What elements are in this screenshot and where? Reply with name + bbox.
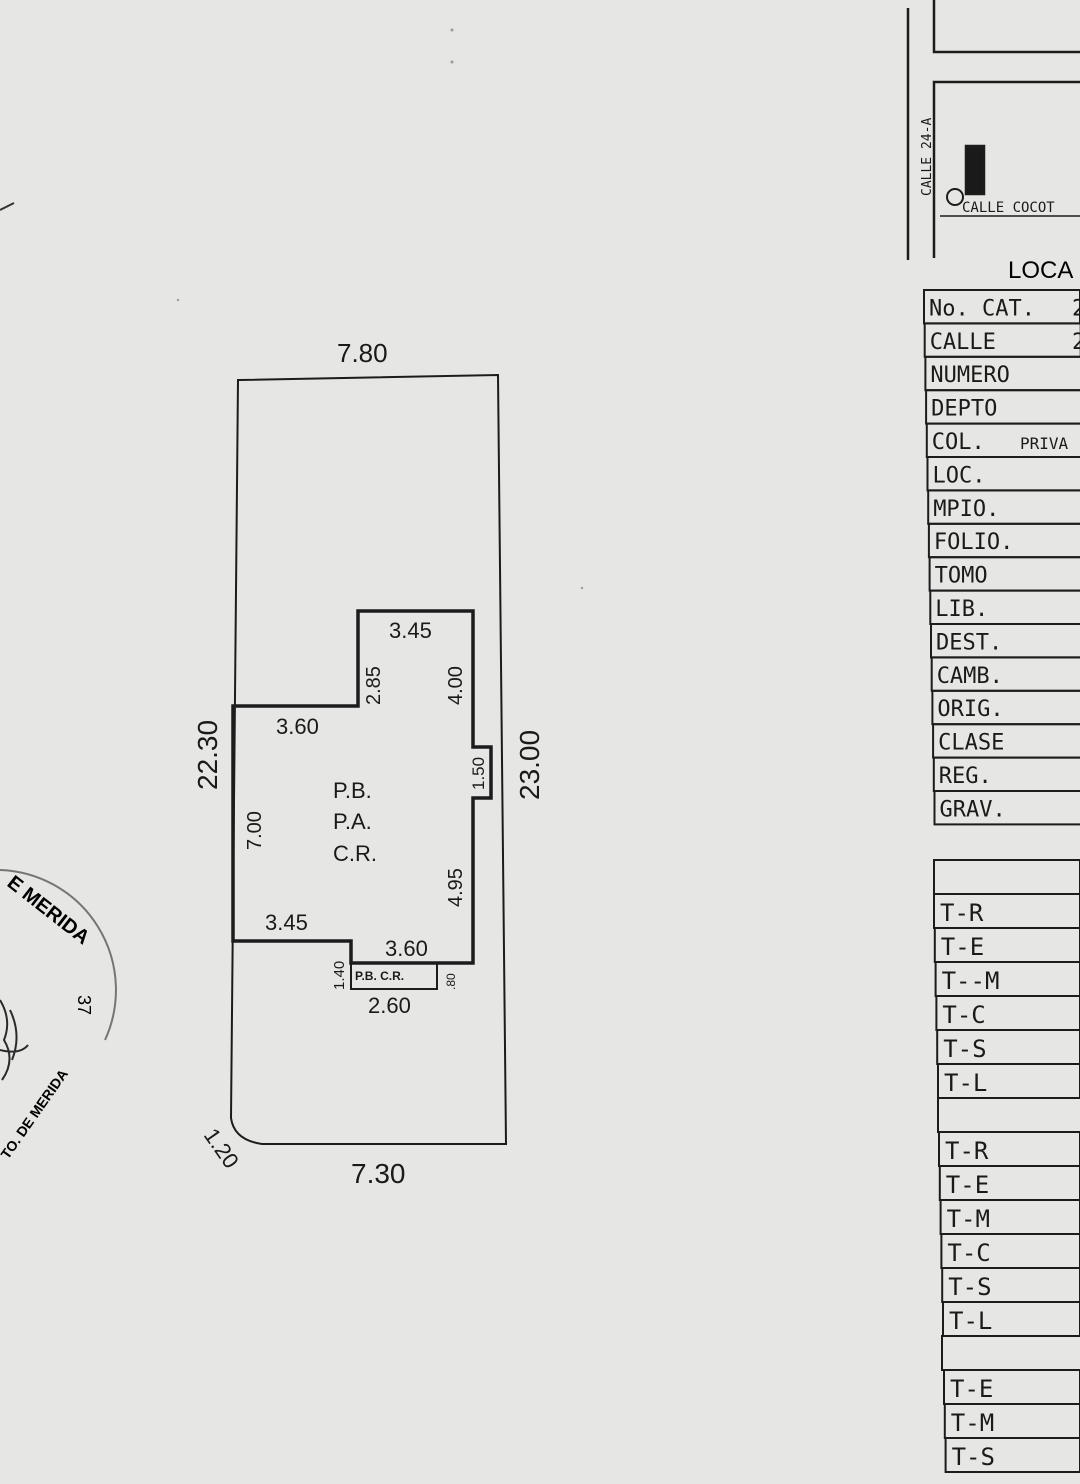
code-group-header xyxy=(933,859,1080,895)
cadastral-label: TOMO xyxy=(935,564,988,589)
cadastral-label: DEPTO xyxy=(931,397,997,422)
map-street-horizontal: CALLE COCOT xyxy=(962,200,1055,216)
dim-bottom-right: 3.60 xyxy=(385,936,428,961)
code-label: T-S xyxy=(952,1443,995,1471)
level-label-pa: P.A. xyxy=(333,809,372,834)
cadastral-label: LOC. xyxy=(933,463,986,488)
cadastral-label: DEST. xyxy=(936,630,1002,655)
code-label: T-L xyxy=(944,1069,987,1097)
dim-upper-left-vertical: 2.85 xyxy=(363,666,385,705)
cadastral-label: REG. xyxy=(939,764,992,789)
code-label: T-E xyxy=(941,933,984,961)
cadastral-value: PRIVA xyxy=(1020,434,1069,453)
code-label: T-R xyxy=(940,899,984,927)
cadastral-row xyxy=(933,790,1080,826)
code-group-header xyxy=(941,1335,1080,1371)
cadastral-label: FOLIO. xyxy=(934,530,1013,555)
code-label: T-C xyxy=(947,1239,990,1267)
cadastral-value: 2 xyxy=(1072,296,1080,321)
code-table: T-R T-E T--M T-C T-S T-L T-R T-E T-M T-C T-S T-L T-E… xyxy=(933,859,1080,1473)
map-lot-marker xyxy=(964,144,986,196)
cadastral-label: LIB. xyxy=(935,597,988,622)
dim-annex-width: 2.60 xyxy=(368,993,411,1018)
cadastral-label: GRAV. xyxy=(940,797,1006,822)
code-label: T-E xyxy=(950,1375,993,1403)
dim-top-width: 7.80 xyxy=(337,338,388,368)
paper-specks xyxy=(0,28,584,590)
code-label: T--M xyxy=(942,967,1000,995)
seal-text-top: E MERIDA xyxy=(3,872,94,950)
cadastral-value: 2 xyxy=(1072,330,1080,355)
map-street-vertical: CALLE 24-A xyxy=(920,118,935,196)
code-label: T-R xyxy=(945,1137,989,1165)
annex-box xyxy=(350,962,438,990)
cadastral-label: ORIG. xyxy=(937,697,1003,722)
cadastral-label: NUMERO xyxy=(930,363,1009,388)
plan-dimensions: 7.80 7.30 22.30 23.00 1.20 3.45 2.85 4.0… xyxy=(192,338,545,1189)
annex-label: P.B. C.R. xyxy=(355,969,404,983)
cadastral-label: No. CAT. xyxy=(929,296,1035,321)
code-label: T-E xyxy=(946,1171,989,1199)
cadastral-label: COL. xyxy=(932,430,985,455)
seal-mark: 37 xyxy=(74,995,94,1015)
map-title: LOCA xyxy=(1008,257,1073,284)
code-label: T-L xyxy=(949,1307,992,1335)
dim-right-upper: 4.00 xyxy=(445,666,467,705)
dim-bottom-left: 3.45 xyxy=(265,910,308,935)
map-lot-pin xyxy=(946,188,964,206)
code-label: T-S xyxy=(943,1035,986,1063)
level-label-cr: C.R. xyxy=(333,841,377,866)
seal-emblem xyxy=(0,999,29,1081)
code-label: T-M xyxy=(947,1205,990,1233)
code-label: T-M xyxy=(951,1409,994,1437)
dim-left-depth: 22.30 xyxy=(192,720,223,790)
dim-right-depth: 23.00 xyxy=(514,730,545,800)
dim-annex-height: 1.40 xyxy=(331,961,348,990)
dim-bottom-width: 7.30 xyxy=(351,1158,406,1189)
dim-bump: 1.50 xyxy=(469,757,488,790)
level-label-pb: P.B. xyxy=(333,778,372,803)
cadastral-label: CAMB. xyxy=(937,664,1003,689)
lot-boundary xyxy=(229,373,508,1145)
dim-left-step: 3.60 xyxy=(276,714,319,739)
dim-annex-side: .80 xyxy=(444,973,458,990)
building-outline xyxy=(231,609,493,965)
cadastral-label: CLASE xyxy=(938,731,1004,756)
dim-building-top: 3.45 xyxy=(389,618,432,643)
dim-right-lower: 4.95 xyxy=(445,868,467,907)
code-label: T-S xyxy=(948,1273,991,1301)
cadastral-label: MPIO. xyxy=(933,497,999,522)
code-group-header xyxy=(937,1097,1080,1133)
lot-plan xyxy=(229,373,508,1145)
code-label: T-C xyxy=(942,1001,985,1029)
dim-left-side: 7.00 xyxy=(244,811,266,850)
cadastral-label: CALLE xyxy=(930,330,996,355)
seal-text-bottom: TO. DE MERIDA xyxy=(0,1066,71,1162)
seal-stamp: E MERIDA TO. DE MERIDA 37 xyxy=(0,869,117,1162)
location-map xyxy=(906,0,1080,260)
